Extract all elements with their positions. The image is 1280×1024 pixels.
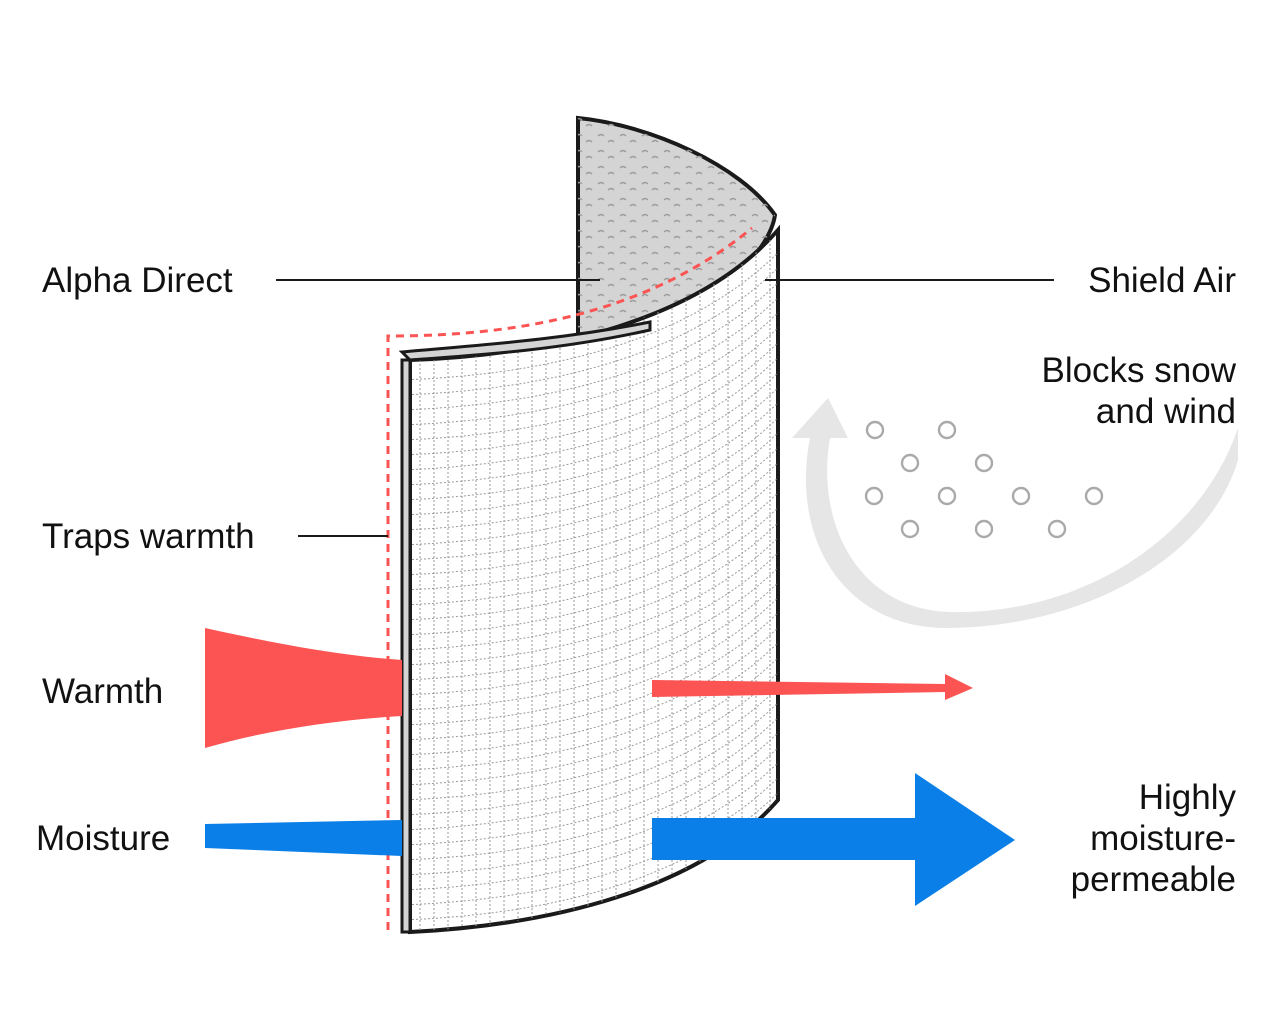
shell-grid-curve: [410, 764, 778, 906]
shell-grid-curve: [410, 329, 778, 471]
shell-grid-curve: [410, 494, 778, 636]
shell-grid-curve: [410, 689, 778, 831]
shell-grid-curve: [410, 269, 778, 411]
shell-grid-curve: [410, 419, 778, 561]
shield-air-label: Shield Air: [1088, 261, 1236, 300]
shell-grid-curve: [410, 554, 778, 696]
shell-grid-curve: [410, 659, 778, 801]
shell-grid-curve: [410, 284, 778, 426]
permeable-line-1: Highly: [1138, 778, 1236, 817]
shell-grid-curve: [410, 239, 778, 381]
moisture-outgoing-arrow: [652, 773, 1015, 906]
shell-grid-curve: [410, 629, 778, 771]
shell-grid-curve: [410, 599, 778, 741]
snow-particles: [864, 420, 1104, 539]
warmth-label: Warmth: [42, 672, 164, 711]
shell-grid-curve: [410, 449, 778, 591]
shell-grid-curve: [410, 374, 778, 516]
shell-grid-curve: [410, 569, 778, 711]
permeable-line-2: moisture-: [1090, 819, 1236, 858]
shell-grid-curve: [410, 389, 778, 531]
shell-grid-curve: [410, 704, 778, 846]
moisture-label: Moisture: [36, 819, 171, 858]
shell-grid-curve: [410, 509, 778, 651]
permeable-line-3: permeable: [1070, 860, 1236, 899]
moisture-incoming-arrow: [205, 820, 402, 856]
shell-grid-curve: [410, 584, 778, 726]
alpha-direct-label: Alpha Direct: [42, 261, 233, 300]
traps-warmth-label: Traps warmth: [42, 517, 255, 556]
shell-grid-curve: [410, 434, 778, 576]
shell-grid-curve: [410, 644, 778, 786]
shell-grid-curve: [410, 254, 778, 396]
shell-grid: [410, 230, 778, 932]
moisture-permeable-label: Highly moisture- permeable: [1071, 777, 1236, 900]
shell-grid-curve: [410, 479, 778, 621]
fleece-edge: [398, 320, 652, 362]
shell-grid-curve: [410, 779, 778, 921]
shell-grid-curve: [410, 404, 778, 546]
blocks-line-2: and wind: [1095, 392, 1236, 431]
warmth-outgoing-arrow: [652, 674, 973, 700]
shell-grid-curve: [410, 719, 778, 861]
blocks-snow-wind-label: Blocks snow and wind: [1041, 350, 1236, 432]
shell-grid-curve: [410, 734, 778, 876]
shell-grid-curve: [410, 524, 778, 666]
shell-grid-curve: [410, 614, 778, 756]
warmth-incoming-arrow: [205, 628, 402, 748]
wind-deflection-arrow: [792, 398, 1238, 629]
fleece-wavy-edge: [400, 358, 412, 934]
shell-grid-curve: [410, 674, 778, 816]
shell-grid-curve: [410, 299, 778, 441]
shell-grid-curve: [410, 749, 778, 891]
shell-grid-curve: [410, 314, 778, 456]
shell-grid-curve: [410, 344, 778, 486]
shell-grid-curve: [410, 539, 778, 681]
blocks-line-1: Blocks snow: [1041, 351, 1236, 390]
shell-grid-curve: [410, 359, 778, 501]
shell-grid-curve: [410, 464, 778, 606]
